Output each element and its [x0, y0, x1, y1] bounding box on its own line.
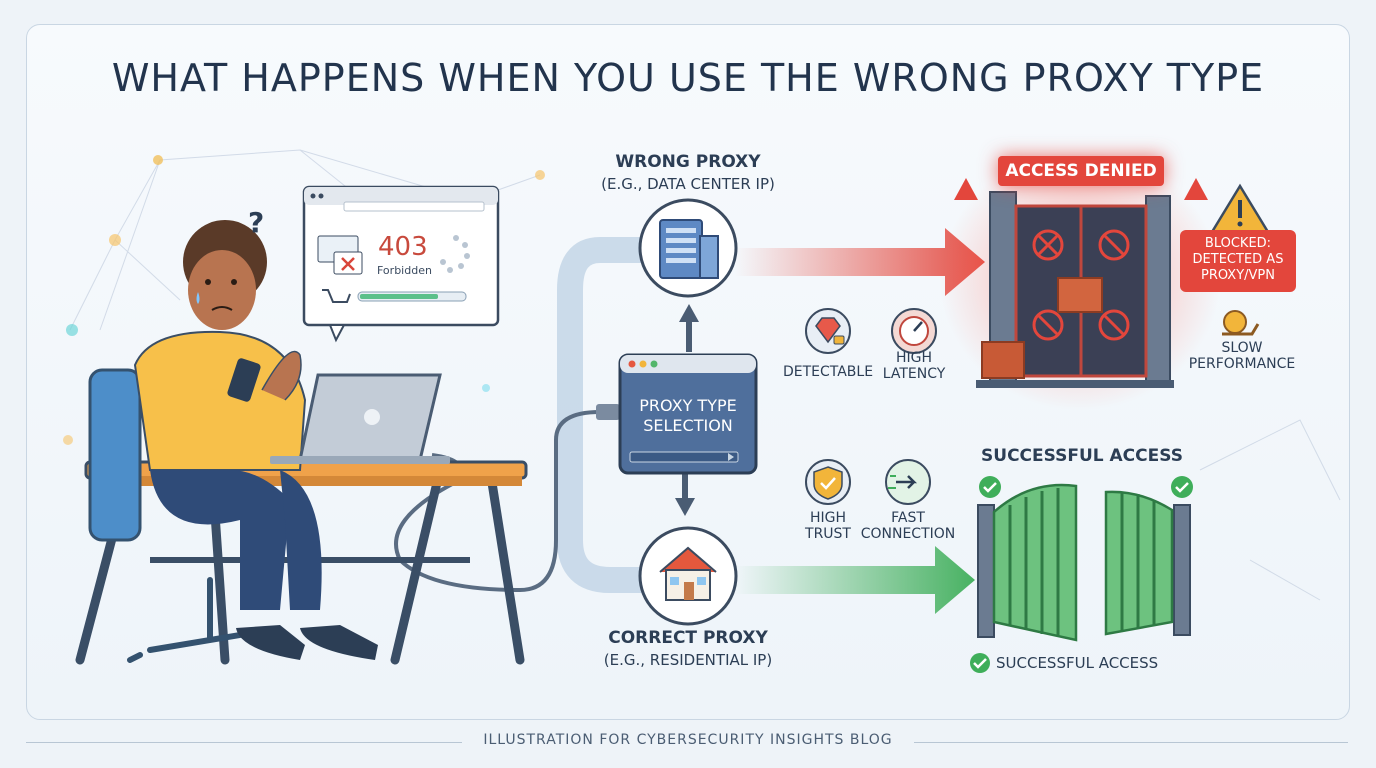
success-check-icon	[970, 653, 990, 673]
gem-lock-icon	[805, 308, 851, 354]
wrong-proxy-example: (E.G., DATA CENTER IP)	[601, 175, 775, 193]
footer-divider-right	[914, 742, 1348, 743]
blocked-line3: PROXY/VPN	[1201, 268, 1275, 283]
blocked-line2: DETECTED AS	[1192, 252, 1284, 267]
footer-caption: ILLUSTRATION FOR CYBERSECURITY INSIGHTS …	[483, 732, 893, 748]
cable-plug	[596, 404, 620, 420]
warning-icon	[1209, 183, 1271, 234]
residential-house-icon	[638, 526, 738, 626]
blocked-badge: BLOCKED: DETECTED AS PROXY/VPN	[1180, 230, 1296, 292]
wrong-proxy-label: WRONG PROXY	[615, 152, 761, 172]
trait-fast-line2: CONNECTION	[860, 526, 956, 542]
trait-detectable: DETECTABLE	[778, 364, 878, 380]
error-text: Forbidden	[377, 264, 432, 277]
selector-label: PROXY TYPE SELECTION	[628, 396, 748, 436]
trait-detectable-line1: DETECTABLE	[782, 364, 874, 380]
slow-performance-label: SLOW PERFORMANCE	[1184, 340, 1300, 372]
shield-check-icon	[805, 459, 851, 505]
trait-latency-line2: LATENCY	[882, 366, 946, 382]
wrong-route-arrow	[735, 228, 985, 296]
slow-line2: PERFORMANCE	[1188, 356, 1296, 372]
open-gate	[977, 476, 1193, 642]
footer-divider-left	[26, 742, 462, 743]
proxy-selector-device	[618, 353, 758, 475]
success-caption: SUCCESSFUL ACCESS	[996, 654, 1159, 672]
selector-line2: SELECTION	[643, 416, 733, 435]
access-denied-banner: ACCESS DENIED	[998, 156, 1164, 186]
blocked-line1: BLOCKED:	[1204, 236, 1272, 251]
error-code: 403	[378, 232, 428, 262]
success-heading: SUCCESSFUL ACCESS	[981, 446, 1183, 466]
fast-arrow-icon	[885, 459, 931, 505]
trait-high-trust: HIGH TRUST	[780, 510, 876, 542]
trait-trust-line2: TRUST	[805, 526, 851, 542]
snail-icon	[1222, 310, 1260, 336]
trait-trust-line1: HIGH	[809, 510, 847, 526]
trait-high-latency: HIGH LATENCY	[866, 350, 962, 382]
proxy-route-pipe	[557, 237, 663, 593]
frustrated-user	[133, 220, 378, 660]
gauge-icon	[891, 308, 937, 354]
question-mark: ?	[248, 206, 265, 239]
trait-latency-line1: HIGH	[895, 350, 933, 366]
blocked-gate	[940, 150, 1220, 410]
slow-line1: SLOW	[1221, 340, 1263, 356]
correct-proxy-example: (E.G., RESIDENTIAL IP)	[603, 651, 773, 669]
trait-fast-line1: FAST	[891, 510, 925, 526]
correct-proxy-label: CORRECT PROXY	[608, 628, 768, 648]
correct-route-arrow	[735, 546, 975, 614]
selector-arrows	[675, 304, 699, 516]
datacenter-server-icon	[638, 198, 738, 298]
page-title: WHAT HAPPENS WHEN YOU USE THE WRONG PROX…	[111, 56, 1265, 100]
selector-line1: PROXY TYPE	[639, 396, 737, 415]
laptop	[270, 373, 450, 464]
trait-fast-connection: FAST CONNECTION	[858, 510, 958, 542]
browser-window	[302, 185, 500, 343]
